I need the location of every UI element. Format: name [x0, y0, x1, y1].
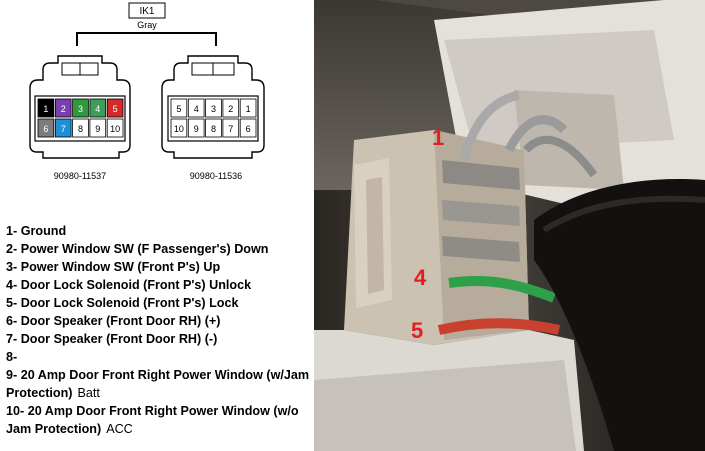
device-pin-cell-3: [205, 98, 222, 118]
device-part-number: 90980-11536: [190, 171, 242, 181]
pin-description-2: 2- Power Window SW (F Passenger's) Down: [6, 242, 269, 256]
harness-part-number: 90980-11537: [54, 171, 106, 181]
pin-description-9: 9- 20 Amp Door Front Right Power Window …: [6, 368, 310, 400]
harness-pin-cell-4: [89, 98, 107, 118]
device-pin-cell-6: [239, 118, 257, 138]
harness-pin-label-7: 7: [61, 124, 66, 134]
connector-id-box: [128, 2, 166, 19]
harness-pin-label-4: 4: [95, 104, 100, 114]
device-pin-cell-7: [222, 118, 240, 138]
device-pin-label-4: 4: [194, 104, 199, 114]
device-side-connector: 5 4 3 2 1 10 9 8 7 6: [161, 55, 265, 159]
device-pin-cell-4: [187, 98, 205, 118]
device-pin-label-5: 5: [176, 104, 181, 114]
connector-bracket: [76, 32, 217, 46]
harness-pin-cell-5: [106, 98, 124, 118]
pin-description-5: 5- Door Lock Solenoid (Front P's) Lock: [6, 296, 239, 310]
harness-pin-label-1: 1: [43, 104, 48, 114]
connector-color: Gray: [137, 20, 157, 30]
pin-description-4: 4- Door Lock Solenoid (Front P's) Unlock: [6, 278, 252, 292]
harness-pin-cell-7: [54, 118, 72, 138]
pin-9-note: Batt: [77, 386, 100, 400]
photo-label-pin-4: 4: [414, 265, 427, 290]
harness-pin-cell-1: [37, 98, 55, 118]
harness-pin-label-9: 9: [95, 124, 100, 134]
device-pin-label-6: 6: [246, 124, 251, 134]
device-pin-cell-9: [187, 118, 205, 138]
connector-id: IK1: [139, 6, 154, 17]
photo-label-pin-5: 5: [411, 318, 423, 343]
device-pin-label-1: 1: [246, 104, 251, 114]
harness-pin-cell-8: [72, 118, 89, 138]
device-pin-cell-1: [239, 98, 257, 118]
connector-photo: 1 4 5: [314, 0, 705, 451]
device-pin-cell-5: [170, 98, 188, 118]
pin-description-list: 1- Ground 2- Power Window SW (F Passenge…: [6, 222, 311, 438]
harness-pin-cell-6: [37, 118, 55, 138]
photo-label-pin-1: 1: [432, 125, 444, 150]
harness-pin-cell-9: [89, 118, 107, 138]
harness-pin-cell-10: [106, 118, 124, 138]
harness-side-connector: 1 2 3 4 5 6 7 8 9 10: [29, 55, 131, 159]
harness-pin-label-8: 8: [78, 124, 83, 134]
pin-description-6: 6- Door Speaker (Front Door RH) (+): [6, 314, 221, 328]
harness-pin-cell-3: [72, 98, 89, 118]
pin-description-7: 7- Door Speaker (Front Door RH) (-): [6, 332, 218, 346]
connector-diagram: IK1 Gray 1 2 3 4 5 6 7 8 9 10 5 4 3 2 1 10 9 8 7 6 90980-1…: [29, 2, 265, 181]
device-pin-label-7: 7: [228, 124, 233, 134]
harness-pin-label-3: 3: [78, 104, 83, 114]
pin-10-note: ACC: [106, 422, 133, 436]
device-pin-label-9: 9: [194, 124, 199, 134]
harness-pin-label-6: 6: [43, 124, 48, 134]
harness-pin-label-5: 5: [113, 104, 118, 114]
harness-pin-label-10: 10: [110, 124, 120, 134]
device-pin-cell-8: [205, 118, 222, 138]
device-pin-label-3: 3: [211, 104, 216, 114]
harness-pin-label-2: 2: [61, 104, 66, 114]
harness-pin-cell-2: [54, 98, 72, 118]
device-pin-label-2: 2: [228, 104, 233, 114]
pin-description-10: 10- 20 Amp Door Front Right Power Window…: [6, 404, 299, 436]
pin-description-8: 8-: [6, 350, 18, 364]
device-pin-label-10: 10: [174, 124, 184, 134]
device-pin-cell-2: [222, 98, 240, 118]
device-pin-label-8: 8: [211, 124, 216, 134]
pin-description-3: 3- Power Window SW (Front P's) Up: [6, 260, 221, 274]
pin-description-1: 1- Ground: [6, 224, 67, 238]
device-pin-cell-10: [170, 118, 188, 138]
